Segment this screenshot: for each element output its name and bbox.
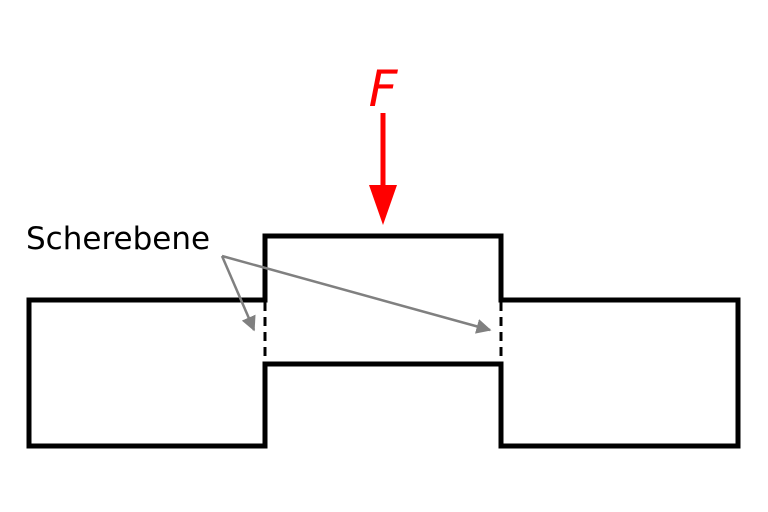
- force-arrow-head: [369, 185, 397, 225]
- pointer-arrow-left: [220, 255, 256, 332]
- component-outline: [26, 233, 741, 449]
- pointer-arrow-right: [221, 254, 492, 334]
- force-label: F: [369, 60, 399, 118]
- shear-plane-label: Scherebene: [26, 221, 210, 257]
